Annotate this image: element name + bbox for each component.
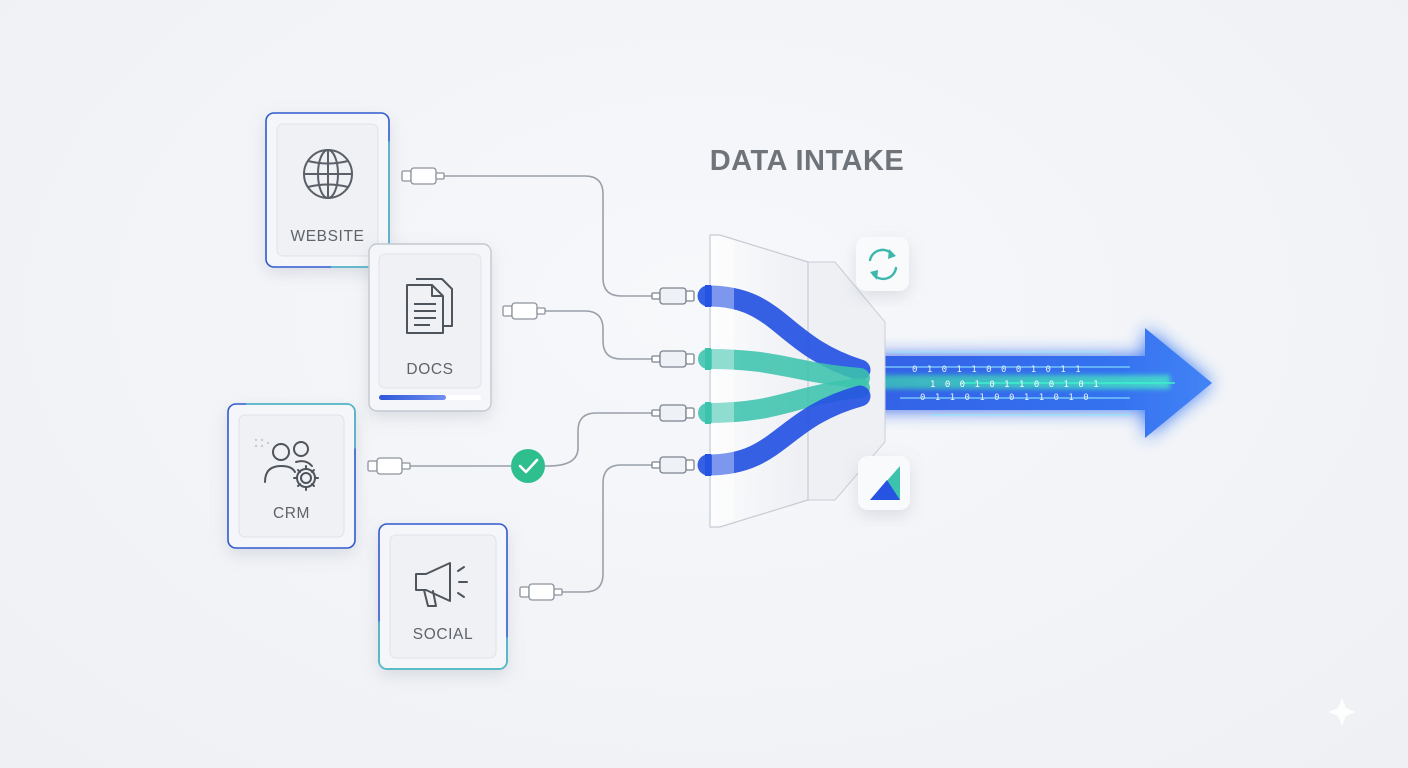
funnel-plugs bbox=[651, 285, 711, 476]
crm-dots-decoration bbox=[254, 438, 270, 448]
users-gear-icon bbox=[264, 441, 319, 491]
brand-logo-icon bbox=[858, 456, 910, 510]
plug-social-source bbox=[519, 583, 563, 601]
flow-crm bbox=[698, 378, 870, 423]
plug-crm-funnel bbox=[651, 402, 711, 424]
binary-row-2: 1 0 0 1 0 1 1 0 0 1 0 1 bbox=[930, 380, 1101, 390]
binary-row-3: 0 1 1 0 1 0 0 1 1 0 1 0 bbox=[920, 393, 1091, 403]
page-title: DATA INTAKE bbox=[709, 145, 905, 177]
docs-progress-bar bbox=[379, 395, 481, 400]
binary-row-1: 0 1 0 1 1 0 0 0 1 0 1 1 bbox=[912, 365, 1083, 375]
sync-icon[interactable] bbox=[856, 237, 909, 291]
flow-streams bbox=[697, 285, 871, 476]
intake-funnel bbox=[697, 234, 886, 528]
globe-icon bbox=[303, 149, 353, 199]
flow-docs bbox=[698, 349, 870, 388]
plug-website-funnel bbox=[651, 285, 711, 307]
output-arrow: 0 1 0 1 1 0 0 0 1 0 1 1 1 0 0 1 0 1 1 0 … bbox=[840, 328, 1212, 438]
card-website[interactable] bbox=[265, 112, 390, 268]
plug-crm-source bbox=[367, 457, 411, 475]
cable-website bbox=[444, 175, 655, 297]
plug-docs-source bbox=[502, 302, 546, 320]
document-icon bbox=[406, 278, 453, 334]
plug-website-source bbox=[401, 167, 445, 185]
megaphone-icon bbox=[415, 562, 468, 607]
flow-website bbox=[697, 285, 871, 381]
binary-stream: 0 1 0 1 1 0 0 0 1 0 1 1 1 0 0 1 0 1 1 0 … bbox=[912, 365, 1101, 403]
sparkle-decoration bbox=[1328, 698, 1356, 726]
card-label-website: WEBSITE bbox=[290, 228, 365, 245]
cable-social bbox=[562, 464, 655, 593]
card-social[interactable] bbox=[378, 523, 508, 670]
card-crm[interactable] bbox=[227, 403, 356, 549]
check-badge-icon bbox=[511, 449, 545, 483]
source-plugs bbox=[367, 167, 563, 601]
flow-social bbox=[697, 385, 871, 476]
cable-docs bbox=[545, 310, 655, 360]
plug-social-funnel bbox=[651, 454, 711, 476]
card-label-crm: CRM bbox=[272, 505, 311, 522]
card-label-docs: DOCS bbox=[406, 361, 454, 378]
card-docs[interactable] bbox=[368, 243, 492, 412]
cables bbox=[410, 175, 655, 593]
plug-docs-funnel bbox=[651, 348, 711, 370]
card-label-social: SOCIAL bbox=[412, 626, 474, 643]
cable-crm bbox=[410, 412, 655, 467]
docs-progress-fill bbox=[379, 395, 447, 400]
